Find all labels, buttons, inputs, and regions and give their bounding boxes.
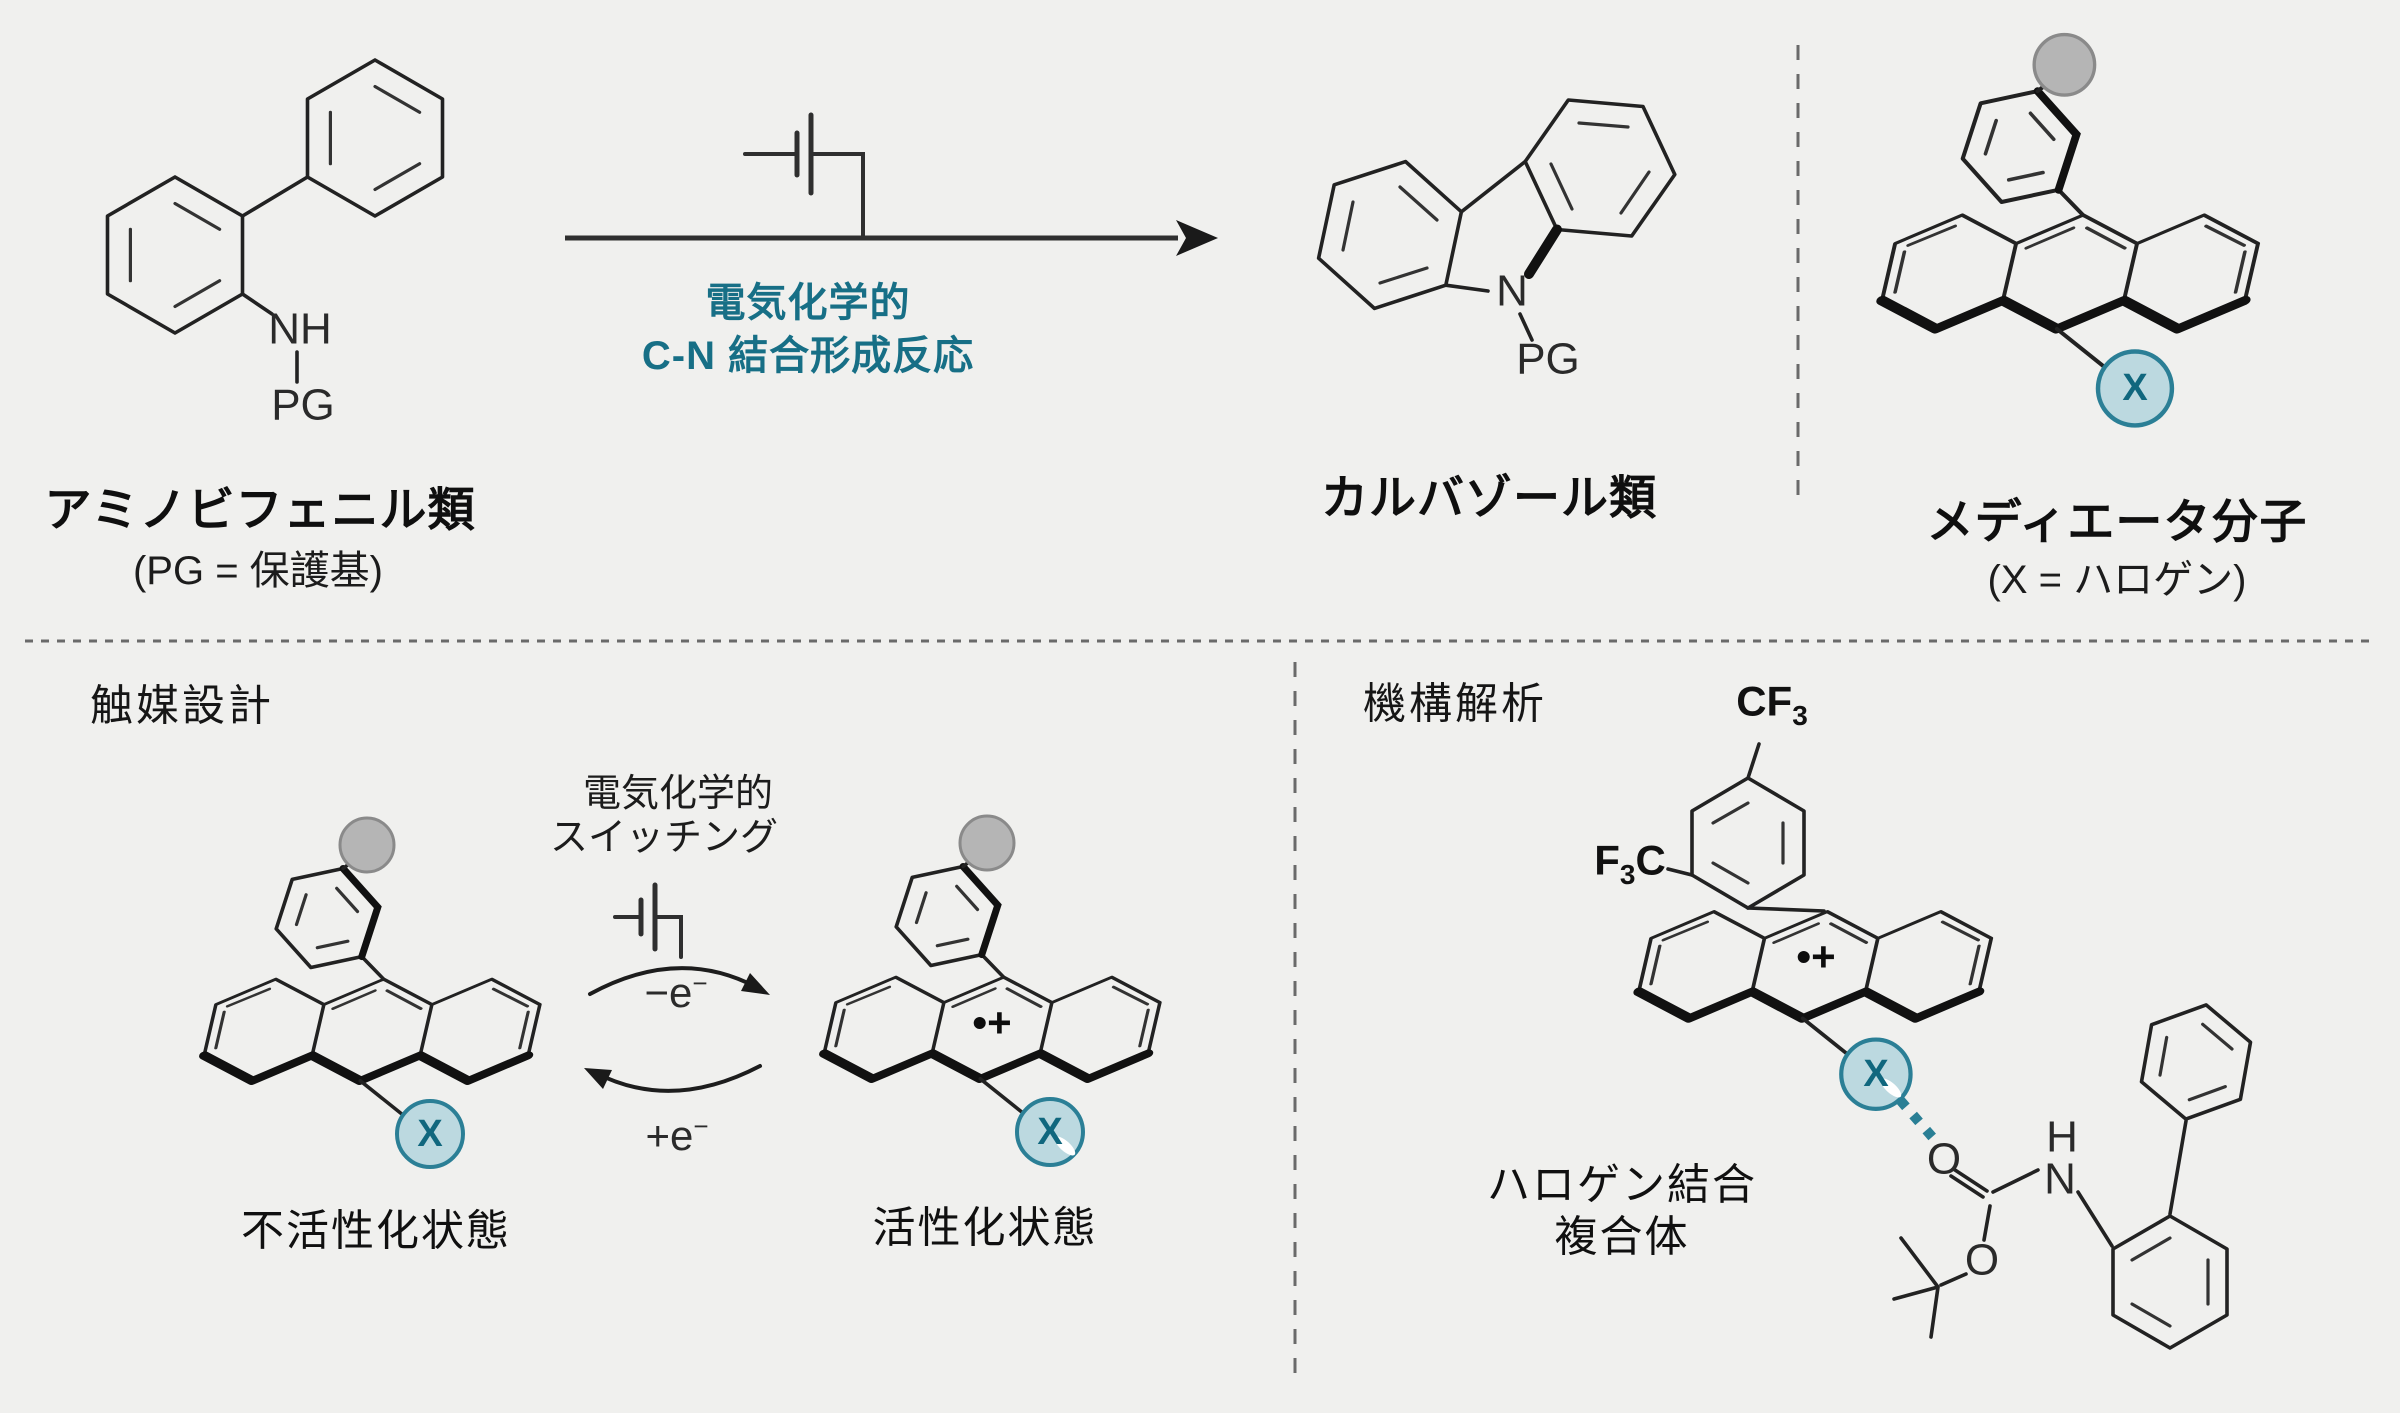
active-state-label: 活性化状態 [872, 1204, 1098, 1253]
reactant-structure [105, 58, 445, 384]
cf3-sub: 3 [1792, 700, 1808, 732]
catalyst-design-title: 触媒設計 [90, 682, 274, 731]
carbamate-biphenyl-structure [1892, 1003, 2253, 1350]
mechanism-title: 機構解析 [1363, 680, 1547, 729]
inactive-pendant-phenyl [276, 818, 394, 979]
minus-e-sup: − [692, 967, 708, 998]
cf3-label: CF3 [1736, 678, 1808, 733]
electrolysis-battery-icon [743, 112, 865, 238]
minus-e-base: −e [644, 968, 693, 1016]
mechanism-halogen-letter: X [1863, 1053, 1889, 1096]
inactive-state-label: 不活性化状態 [241, 1207, 511, 1256]
mediator-structure [1875, 215, 2264, 425]
mediator-name-label: メディエータ分子 [1926, 494, 2308, 548]
carbonyl-o-label: O [1926, 1134, 1962, 1184]
f3c-c: C [1635, 836, 1666, 884]
f3c-label: F3C [1594, 837, 1666, 892]
plus-electron-label: +e− [645, 1110, 709, 1160]
halogen-bond-dashes [1896, 1096, 1938, 1143]
redox-arrow-backward [584, 1064, 762, 1093]
minus-electron-label: −e− [644, 967, 708, 1017]
reaction-caption-line2: C-N 結合形成反応 [641, 334, 975, 378]
reaction-caption-line1: 電気化学的 [705, 281, 911, 325]
arrowhead [1176, 220, 1218, 256]
bold-wedge-bond [1524, 224, 1562, 279]
arrowhead [584, 1068, 612, 1089]
switching-caption-line2: スイッチング [549, 817, 779, 860]
reactant-note-label: (PG = 保護基) [132, 549, 384, 593]
halogen-glare [1054, 1136, 1076, 1156]
reaction-arrow [565, 220, 1218, 256]
mechanism-radical-cation-label: •+ [1796, 932, 1836, 980]
product-structure [1316, 98, 1677, 342]
active-pendant-phenyl [896, 816, 1014, 977]
pg-group-label: PG [271, 380, 335, 430]
f3c-sub: 3 [1619, 859, 1636, 891]
mechanism-aryl-cf3-ring [1666, 742, 1826, 913]
product-name-label: カルバゾール類 [1321, 470, 1657, 524]
amide-n-label: N [2044, 1154, 2076, 1204]
halogen-complex-label-line1: ハロゲン結合 [1487, 1161, 1757, 1210]
mediator-halogen-letter: X [2122, 367, 2148, 410]
switching-battery-icon [613, 882, 683, 959]
active-radical-cation-label: •+ [972, 998, 1012, 1046]
active-halogen-letter: X [1037, 1111, 1063, 1154]
reactant-name-label: アミノビフェニル類 [44, 482, 476, 536]
plus-e-base: +e [645, 1111, 694, 1159]
ester-o-label: O [1964, 1235, 2000, 1285]
redox-arrow-forward [588, 966, 770, 996]
cf3-base: CF [1736, 677, 1793, 725]
inactive-mediator-structure [198, 979, 545, 1167]
carbazole-n-label: N [1496, 266, 1528, 316]
mediator-pendant-phenyl [1963, 35, 2095, 216]
halogen-complex-label-line2: 複合体 [1554, 1213, 1690, 1262]
carbazole-pg-label: PG [1516, 334, 1580, 384]
amide-h-label: H [2046, 1112, 2078, 1162]
mediator-note-label: (X = ハロゲン) [1987, 558, 2247, 602]
nh-atom-label: NH [268, 304, 332, 354]
f3c-f: F [1594, 836, 1620, 884]
inactive-halogen-letter: X [417, 1113, 443, 1156]
plus-e-sup: − [693, 1110, 709, 1141]
switching-caption-line1: 電気化学的 [582, 773, 774, 816]
halogen-glare [1880, 1078, 1902, 1098]
arrowhead [741, 973, 770, 995]
